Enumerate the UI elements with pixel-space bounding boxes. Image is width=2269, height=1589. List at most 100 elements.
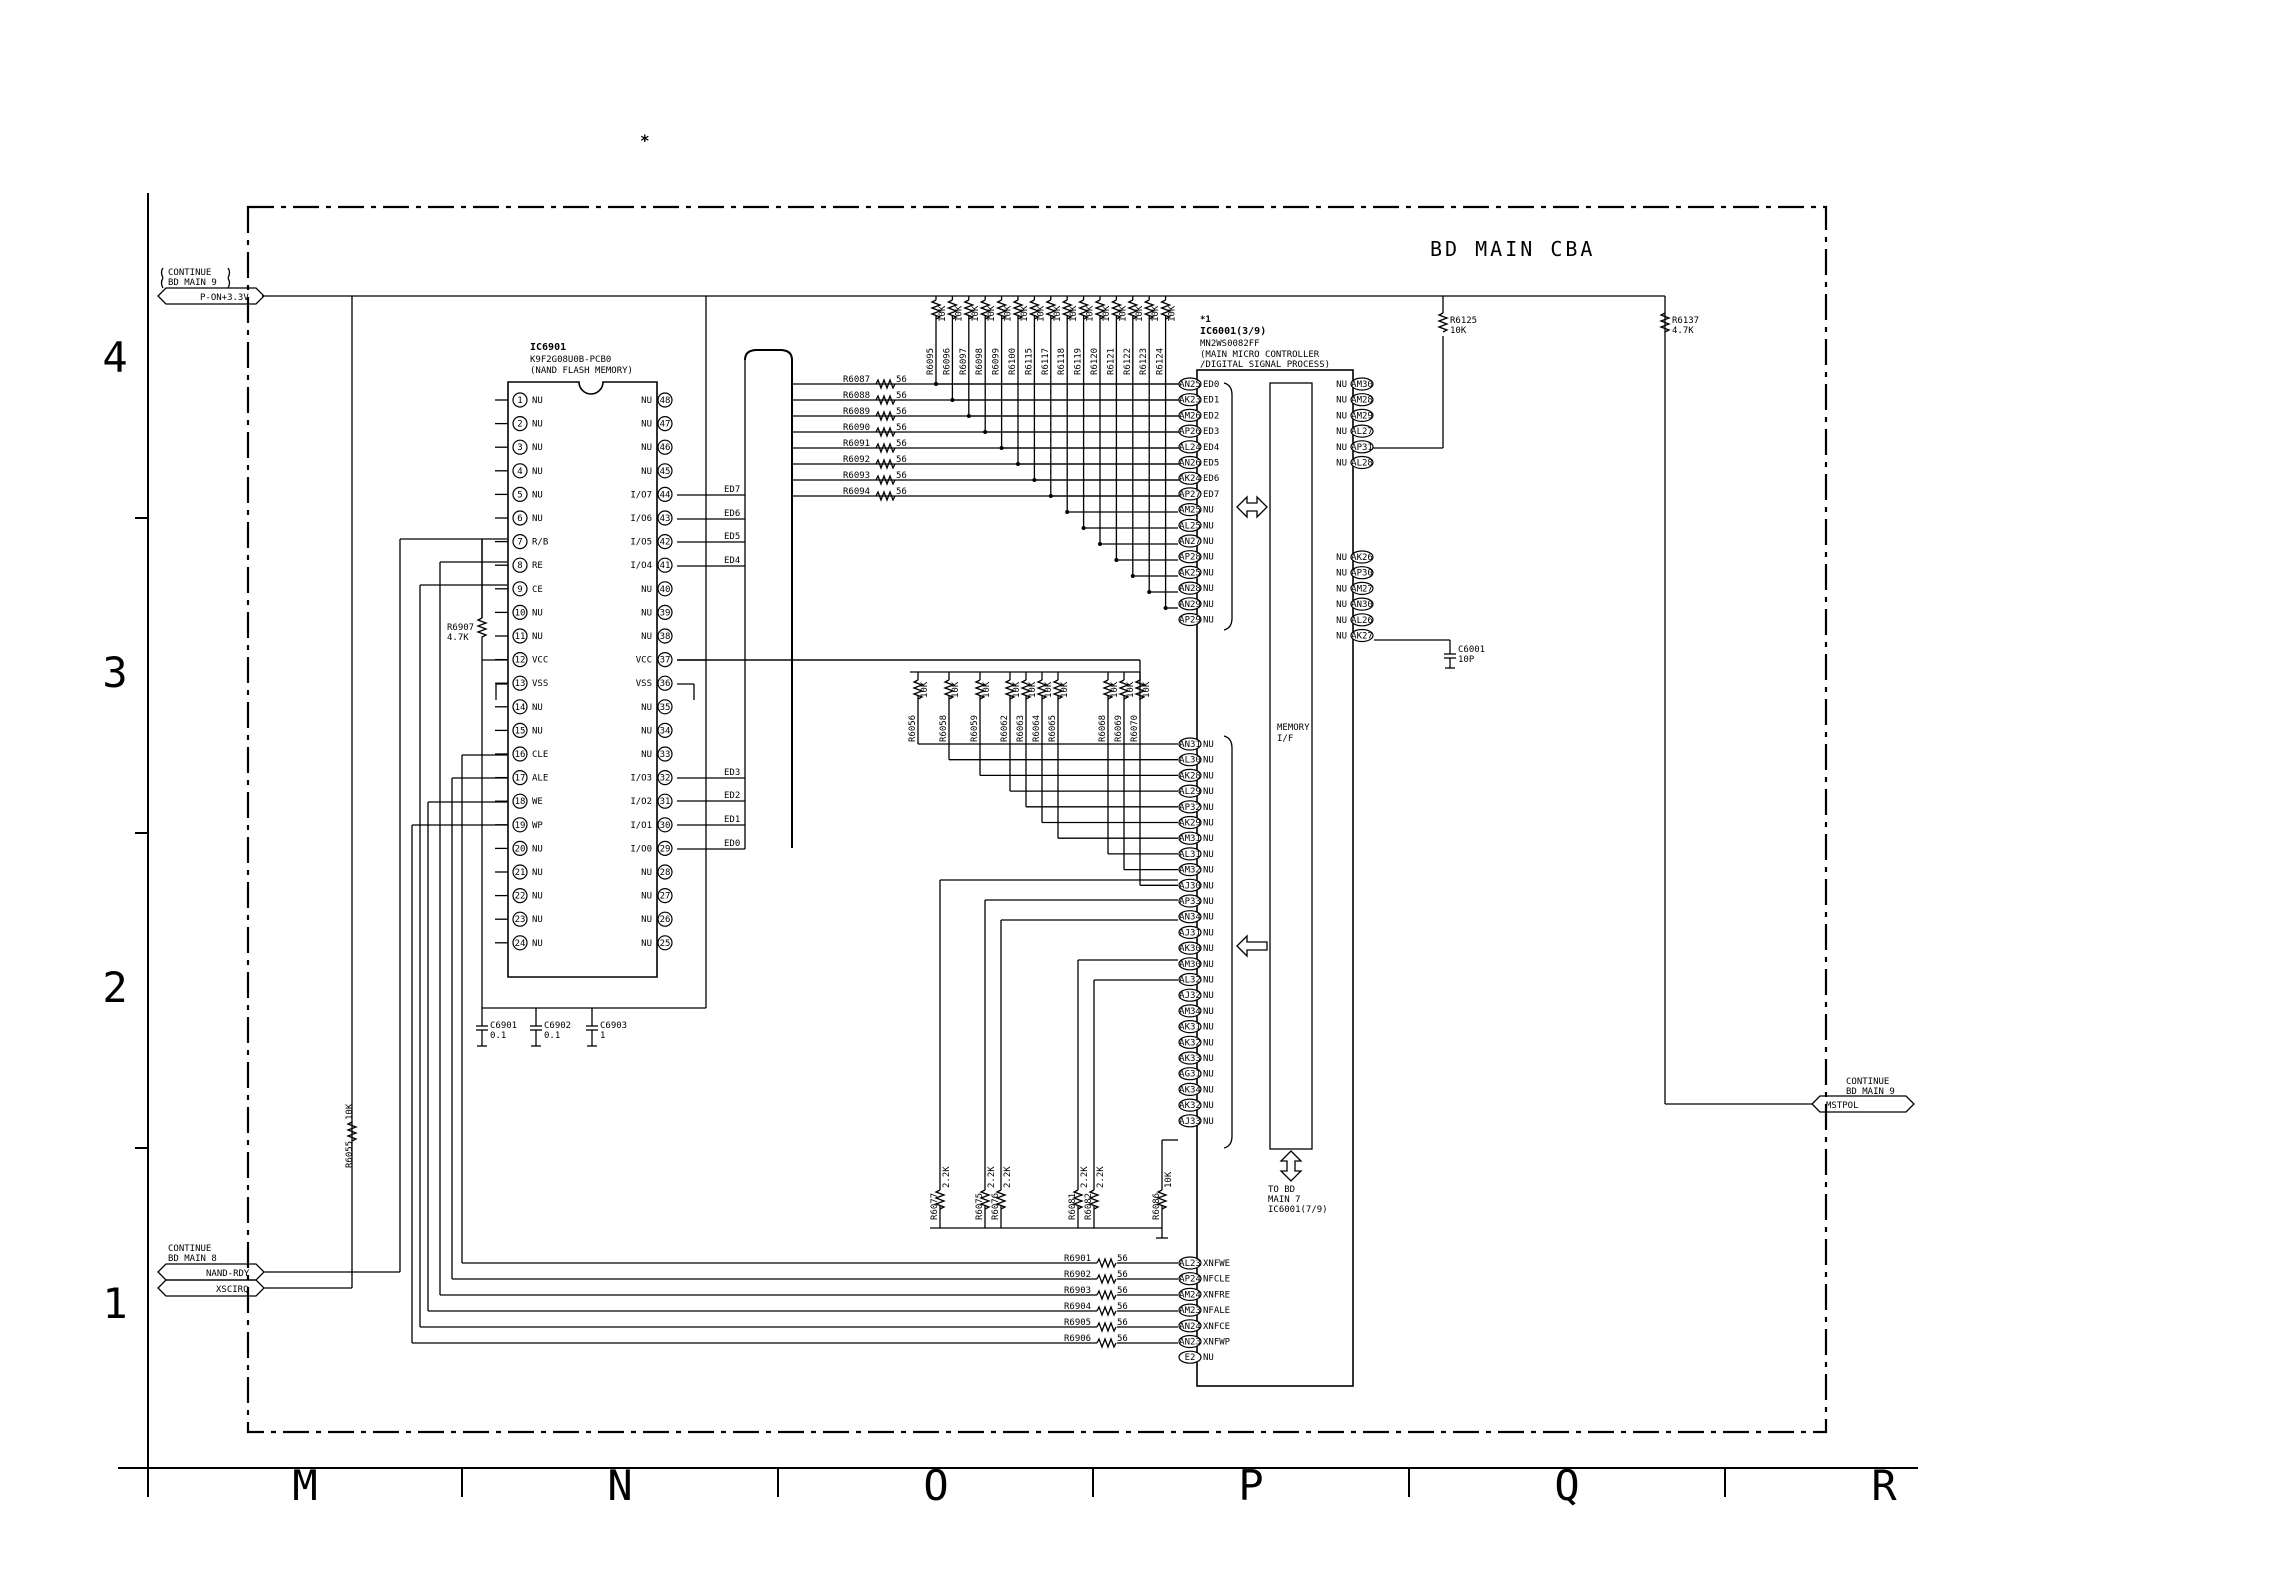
pin-number: 26 [660,915,671,925]
pin-label: NU [1203,537,1214,547]
pin-ball-id: AL23 [1179,1259,1201,1269]
resistor-symbol [1088,1189,1100,1210]
board-outline [246,205,1828,1434]
grid-col-label: M [292,1461,317,1510]
pin-circle [512,416,528,432]
pin-ball-id: AM25 [1179,506,1201,516]
pin-number: 4 [517,467,522,477]
pin-label: NU [1203,1101,1214,1111]
pin-ball [1178,784,1202,798]
pin-number: 20 [515,844,526,854]
pin-ball-id: AL24 [1179,443,1201,453]
connector-note: CONTINUE [168,268,211,278]
pin-circle [512,439,528,455]
pin-ball [1178,1082,1202,1097]
pin-ball-id: AK27 [1351,632,1373,642]
pin-ball-id: AP27 [1179,490,1201,500]
pin-circle [657,557,673,573]
pin-ball-id: AM23 [1179,1306,1201,1316]
pin-ball-id: AK23 [1179,396,1201,406]
resistor-value: 10K [1069,305,1079,322]
resistor-symbol [943,679,955,700]
pin-circle [512,463,528,479]
pin-ball [1178,1114,1202,1128]
connector-top-left: CONTINUE BD MAIN 9 P-ON+3.3V [157,267,265,305]
pin-circle [657,911,673,927]
cap-ref: C6001 [1458,645,1485,655]
resistor-symbol [930,299,942,320]
bus-label: ED6 [724,509,740,519]
pin-ball-id: AL25 [1179,521,1201,531]
junction-dot [983,430,988,434]
pin-label: NU [641,443,652,453]
pin-number: 31 [660,797,671,807]
pin-ball [1178,1256,1202,1270]
pin-ball [1178,800,1202,814]
pin-label: ED3 [1203,427,1219,437]
pin-ball-id: AK32 [1179,1101,1201,1111]
pin-circle [512,840,528,857]
pin-ball-id: AN28 [1179,584,1201,594]
pin-number: 42 [660,538,671,548]
resistor-value: 56 [1117,1254,1128,1264]
pin-ball-id: AJ33 [1179,1117,1201,1127]
pin-label: NU [1336,380,1347,390]
pin-label: I/O0 [630,844,652,854]
resistor-ref: R6115 [1024,348,1034,375]
resistor-value: 56 [1117,1302,1128,1312]
pin-ball [1178,1035,1202,1049]
pin-ball-id: AM27 [1351,584,1373,594]
pin-circle [657,746,673,762]
resistor-ref: R6904 [1064,1302,1091,1312]
ic-ref: IC6001(3/9) [1200,326,1266,337]
connector-signal: MSTPOL [1826,1101,1859,1111]
ic-part: K9F2G08U0B-PCB0 [530,355,611,365]
pin-ball-id: AM24 [1179,1290,1201,1300]
pin-label: NU [1336,396,1347,406]
pin-circle [657,416,673,432]
pin-circle [657,651,673,668]
pin-ball-id: AP24 [1179,1275,1201,1285]
res-ref: R6125 [1450,316,1477,326]
resistor-symbol [1143,299,1156,320]
resistor-symbol [962,299,975,320]
connector-signal: XSCIRQ [216,1285,249,1295]
pin-circle [512,935,528,951]
resistor-ref: R6097 [959,348,969,375]
pin-circle [512,887,528,904]
pin-label: NU [1203,960,1214,970]
resistor-ref: R6092 [843,455,870,465]
pin-ball [1178,941,1202,955]
pin-label: NU [1203,1038,1214,1048]
cap-val: 0.1 [490,1031,506,1041]
pin-label: NU [532,844,543,854]
pin-ball-id: AK25 [1179,568,1201,578]
junction-dot [966,414,971,418]
pin-circle [512,817,528,833]
resistor-ref: R6082 [1084,1193,1094,1220]
pin-ball-id: AK30 [1179,944,1201,954]
pin-label: NU [1203,584,1214,594]
resistor-value: 10K [1142,681,1152,698]
pin-label: NU [641,892,652,902]
pin-ball [1178,1303,1202,1317]
pin-ball-id: AL29 [1179,787,1201,797]
pin-label: NU [1203,1023,1214,1033]
pin-label: I/O1 [630,821,652,831]
ctrl-wires [411,561,1097,1344]
resistor-value: 10K [920,681,930,698]
pin-label: NU [532,443,543,453]
pin-ball-id: AK26 [1351,553,1373,563]
pin-circle [657,722,673,739]
grid-row-label: 1 [102,1279,127,1328]
pin-label: R/B [532,538,548,548]
pin-ball [1178,1272,1202,1286]
pin-ball [1178,471,1202,485]
pin-number: 36 [660,679,671,689]
cap-c6902: C6902 0.1 [530,1008,571,1047]
resistor-ref: R6081 [1068,1193,1078,1220]
pin-label: ED5 [1203,459,1219,469]
resistor-symbol [875,490,896,502]
pulldown-resistors: R60772.2KR60752.2KR60762.2KR60812.2KR608… [930,879,1178,1239]
resistor-ref: R6905 [1064,1318,1091,1328]
